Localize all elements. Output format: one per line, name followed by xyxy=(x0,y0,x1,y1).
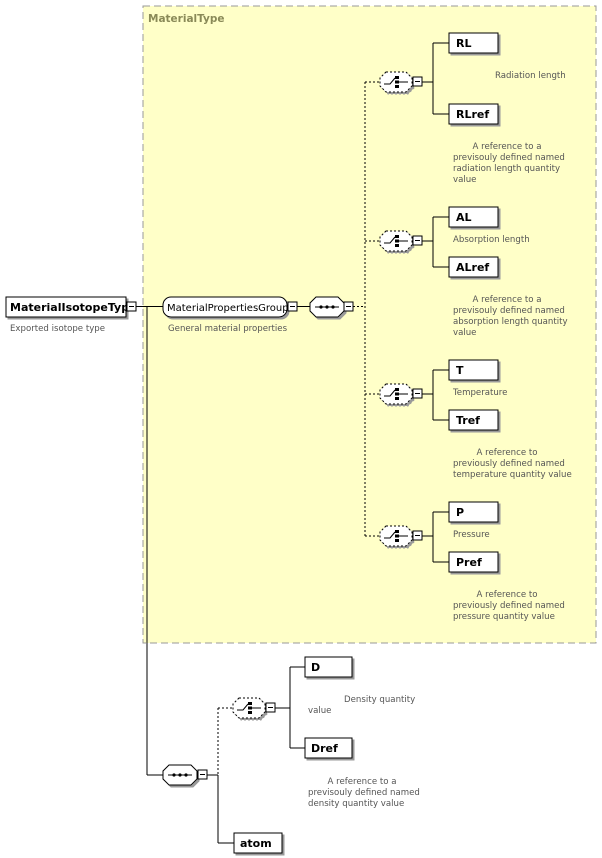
element-tref[interactable]: Tref xyxy=(448,409,499,431)
element-rlref[interactable]: RLref xyxy=(448,103,499,125)
dref-doc-line-3: density quantity value xyxy=(308,799,404,809)
tref-doc-line-1: A reference to xyxy=(476,448,537,458)
alref-doc-line-2: previsouly defined named xyxy=(453,306,565,316)
element-dref-label: Dref xyxy=(311,742,338,755)
choice-collapse-toggle-1[interactable] xyxy=(412,76,423,87)
root-element-label: MaterialIsotopeType xyxy=(10,301,137,314)
container-caption: MaterialType xyxy=(148,13,225,25)
group-collapse-toggle[interactable] xyxy=(287,301,298,312)
d-doc-line-2: value xyxy=(308,706,331,716)
pref-doc-line-2: previously defined named xyxy=(453,601,565,611)
dref-doc-line-1: A reference to a xyxy=(327,777,396,787)
rl-doc: Radiation length xyxy=(495,71,566,81)
element-alref-label: ALref xyxy=(456,261,489,274)
choice-density-collapse-toggle[interactable] xyxy=(265,702,276,713)
sequence-compositor-lower[interactable] xyxy=(162,764,198,786)
element-rlref-label: RLref xyxy=(456,108,489,121)
choice-collapse-toggle-2[interactable] xyxy=(412,235,423,246)
alref-doc-line-1: A reference to a xyxy=(472,295,541,305)
root-element[interactable]: MaterialIsotopeType xyxy=(5,296,137,318)
sequence-collapse-toggle[interactable] xyxy=(343,301,354,312)
rlref-doc-line-2: previsouly defined named xyxy=(453,153,565,163)
material-properties-group[interactable]: MaterialPropertiesGroup xyxy=(162,296,289,318)
rlref-doc-line-4: value xyxy=(453,175,476,185)
choice-collapse-toggle-4[interactable] xyxy=(412,530,423,541)
pref-doc-line-1: A reference to xyxy=(476,590,537,600)
choice-compositor-2[interactable] xyxy=(379,230,413,252)
element-p[interactable]: P xyxy=(448,501,499,523)
alref-doc-line-4: value xyxy=(453,328,476,338)
alref-doc-line-3: absorption length quantity xyxy=(453,317,568,327)
tref-doc-line-2: previously defined named xyxy=(453,459,565,469)
tref-doc-line-3: temperature quantity value xyxy=(453,470,572,480)
element-atom-label: atom xyxy=(240,837,272,850)
element-pref-label: Pref xyxy=(456,556,482,569)
rlref-doc-line-1: A reference to a xyxy=(472,142,541,152)
choice-compositor-3[interactable] xyxy=(379,383,413,405)
group-label: MaterialPropertiesGroup xyxy=(167,303,289,314)
element-p-label: P xyxy=(456,506,464,519)
element-rl-label: RL xyxy=(456,37,471,50)
element-atom[interactable]: atom xyxy=(233,832,283,854)
group-doc: General material properties xyxy=(168,324,288,334)
element-tref-label: Tref xyxy=(456,414,480,427)
t-doc: Temperature xyxy=(452,388,507,398)
al-doc: Absorption length xyxy=(453,235,530,245)
element-al-label: AL xyxy=(456,211,472,224)
choice-compositor-1[interactable] xyxy=(379,71,413,93)
rlref-doc-line-3: radiation length quantity xyxy=(453,164,560,174)
element-d[interactable]: D xyxy=(304,656,353,678)
root-collapse-toggle[interactable] xyxy=(126,301,137,312)
sequence-lower-collapse-toggle[interactable] xyxy=(197,769,208,780)
element-alref[interactable]: ALref xyxy=(448,256,499,278)
p-doc: Pressure xyxy=(453,530,490,540)
element-dref[interactable]: Dref xyxy=(304,737,353,759)
dref-doc-line-2: previsouly defined named xyxy=(308,788,420,798)
root-doc: Exported isotope type xyxy=(10,324,105,334)
element-al[interactable]: AL xyxy=(448,206,499,228)
element-t-label: T xyxy=(456,364,464,377)
choice-compositor-4[interactable] xyxy=(379,525,413,547)
choice-collapse-toggle-3[interactable] xyxy=(412,388,423,399)
element-d-label: D xyxy=(311,661,320,674)
sequence-compositor[interactable] xyxy=(309,296,345,318)
element-t[interactable]: T xyxy=(448,359,499,381)
element-pref[interactable]: Pref xyxy=(448,551,499,573)
pref-doc-line-3: pressure quantity value xyxy=(453,612,555,622)
d-doc-line-1: Density quantity xyxy=(344,695,415,705)
element-rl[interactable]: RL xyxy=(448,32,499,54)
material-type-container: MaterialType xyxy=(142,5,597,644)
choice-compositor-density[interactable] xyxy=(232,697,266,719)
